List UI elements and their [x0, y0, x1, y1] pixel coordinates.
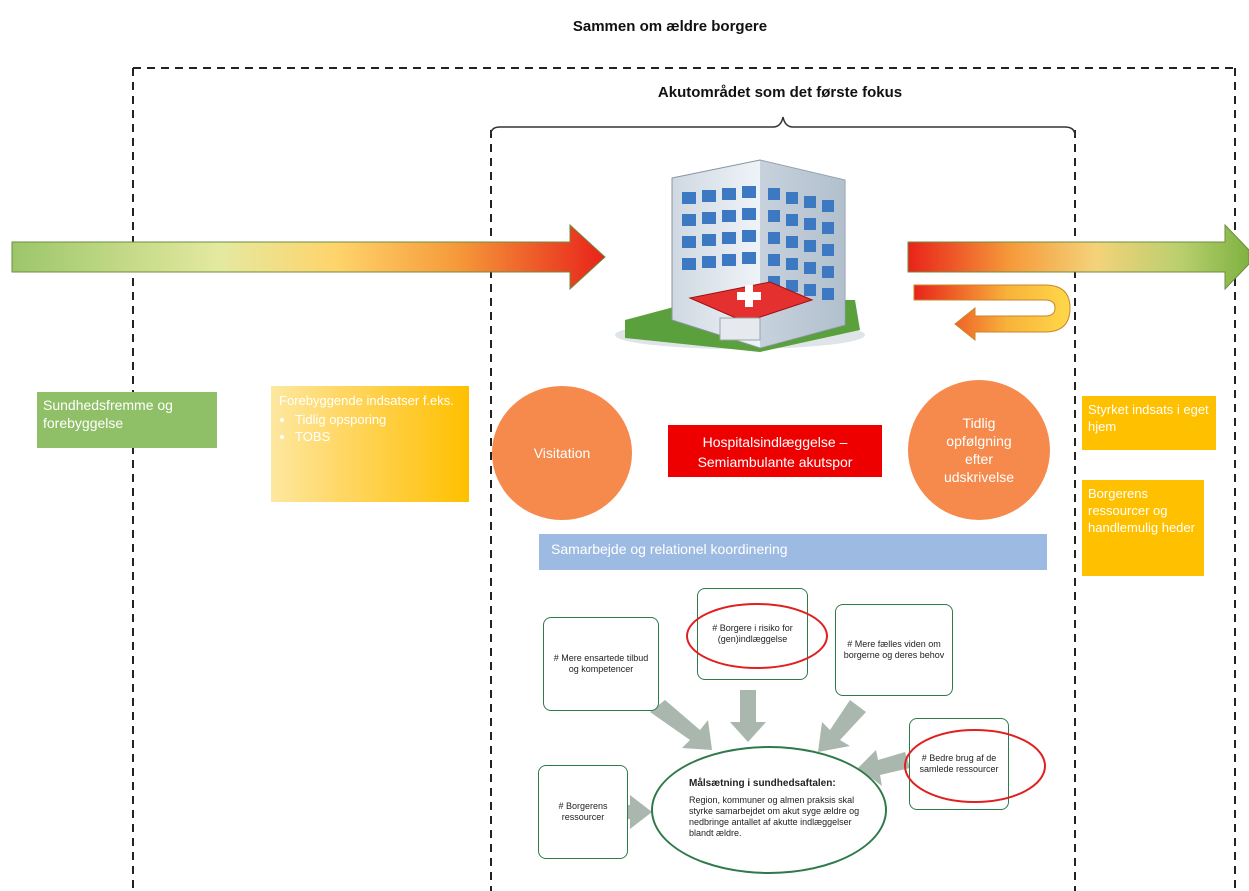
goal-text: # Mere ensartede tilbud og kompetencer: [553, 653, 649, 674]
home-effort-box: Styrket indsats i eget hjem: [1082, 396, 1216, 450]
citizen-resources-box: Borgerens ressourcer og handlemulig hede…: [1082, 480, 1204, 576]
home-effort-label: Styrket indsats i eget hjem: [1088, 402, 1209, 434]
diagram-title: Sammen om ældre borgere: [572, 18, 768, 35]
goal-box-citizen-resources: # Borgerens ressourcer: [538, 765, 628, 859]
goal-text: # Bedre brug af de samlede ressourcer: [919, 753, 999, 774]
followup-label: Tidlig opfølgning efter udskrivelse: [943, 415, 1015, 485]
prevention-item: Tidlig opsporing: [295, 411, 461, 428]
health-promotion-box: Sundhedsfremme og forebyggelse: [37, 392, 217, 448]
prevention-item: TOBS: [295, 428, 461, 445]
goal-ellipse-title: Målsætning i sundhedsaftalen:: [689, 778, 836, 789]
collaboration-bar: Samarbejde og relationel koordinering: [539, 534, 1047, 570]
risk-highlight-ellipse: [686, 603, 828, 669]
goal-text: # Borgerens ressourcer: [558, 801, 608, 822]
hospital-admission-box: Hospitalsindlæggelse – Semiambulante aku…: [668, 425, 882, 477]
hospital-admission-label: Hospitalsindlæggelse – Semiambulante aku…: [697, 434, 853, 470]
prevention-list: Tidlig opsporing TOBS: [279, 411, 461, 445]
prevention-title: Forebyggende indsatser f.eks.: [279, 393, 454, 408]
prevention-box: Forebyggende indsatser f.eks. Tidlig ops…: [271, 386, 469, 502]
goal-ellipse: Målsætning i sundhedsaftalen: Region, ko…: [651, 746, 887, 874]
followup-circle: Tidlig opfølgning efter udskrivelse: [908, 380, 1050, 520]
hospital-building-icon: [615, 159, 865, 352]
uturn-arrow: [913, 284, 1071, 342]
health-promotion-label: Sundhedsfremme og forebyggelse: [43, 397, 173, 431]
outer-dashed-frame: [132, 67, 1236, 891]
citizen-resources-label: Borgerens ressourcer og handlemulig hede…: [1088, 486, 1195, 535]
left-arrow: [11, 223, 606, 291]
goal-text: # Mere fælles viden om borgerne og deres…: [843, 639, 945, 660]
visitation-label: Visitation: [533, 445, 591, 461]
visitation-circle: Visitation: [492, 386, 632, 520]
goal-ellipse-text: Region, kommuner og almen praksis skal s…: [689, 795, 860, 838]
goal-box-shared-knowledge: # Mere fælles viden om borgerne og deres…: [835, 604, 953, 696]
goal-box-better-resources: # Bedre brug af de samlede ressourcer: [909, 718, 1009, 810]
focus-brace: [490, 116, 1076, 137]
right-arrow: [907, 223, 1249, 291]
focus-subtitle: Akutområdet som det første fokus: [657, 84, 903, 101]
goal-text: # Borgere i risiko for (gen)indlæggelse: [712, 623, 793, 644]
resources-highlight-ellipse: [904, 729, 1046, 803]
collaboration-label: Samarbejde og relationel koordinering: [551, 541, 788, 557]
goal-box-consistent-offers: # Mere ensartede tilbud og kompetencer: [543, 617, 659, 711]
